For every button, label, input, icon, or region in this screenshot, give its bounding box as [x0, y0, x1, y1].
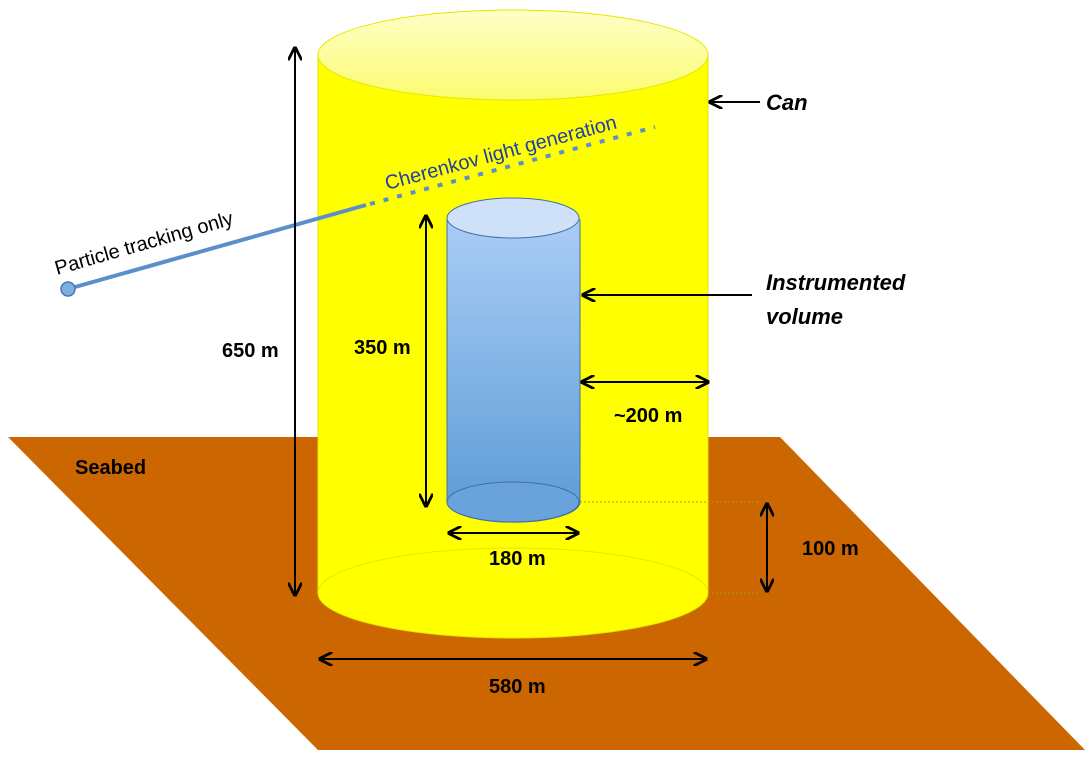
can-diameter-label: 580 m	[489, 676, 546, 698]
can-top	[317, 9, 709, 101]
can-label: Can	[766, 90, 808, 115]
instrumented-height-label: 350 m	[354, 337, 411, 359]
instrumented-cylinder	[446, 197, 581, 523]
seabed-label: Seabed	[75, 457, 146, 479]
bottom-gap-label: 100 m	[802, 538, 859, 560]
can-height-label: 650 m	[222, 340, 279, 362]
instrumented-diameter-label: 180 m	[489, 548, 546, 570]
instrumented-top	[446, 197, 580, 239]
particle-origin-dot	[60, 281, 76, 297]
radial-gap-label: ~200 m	[614, 405, 682, 427]
particle-track-line	[67, 203, 367, 291]
instrumented-label-line1: Instrumented	[766, 270, 906, 295]
instrumented-label-line2: volume	[766, 304, 843, 329]
